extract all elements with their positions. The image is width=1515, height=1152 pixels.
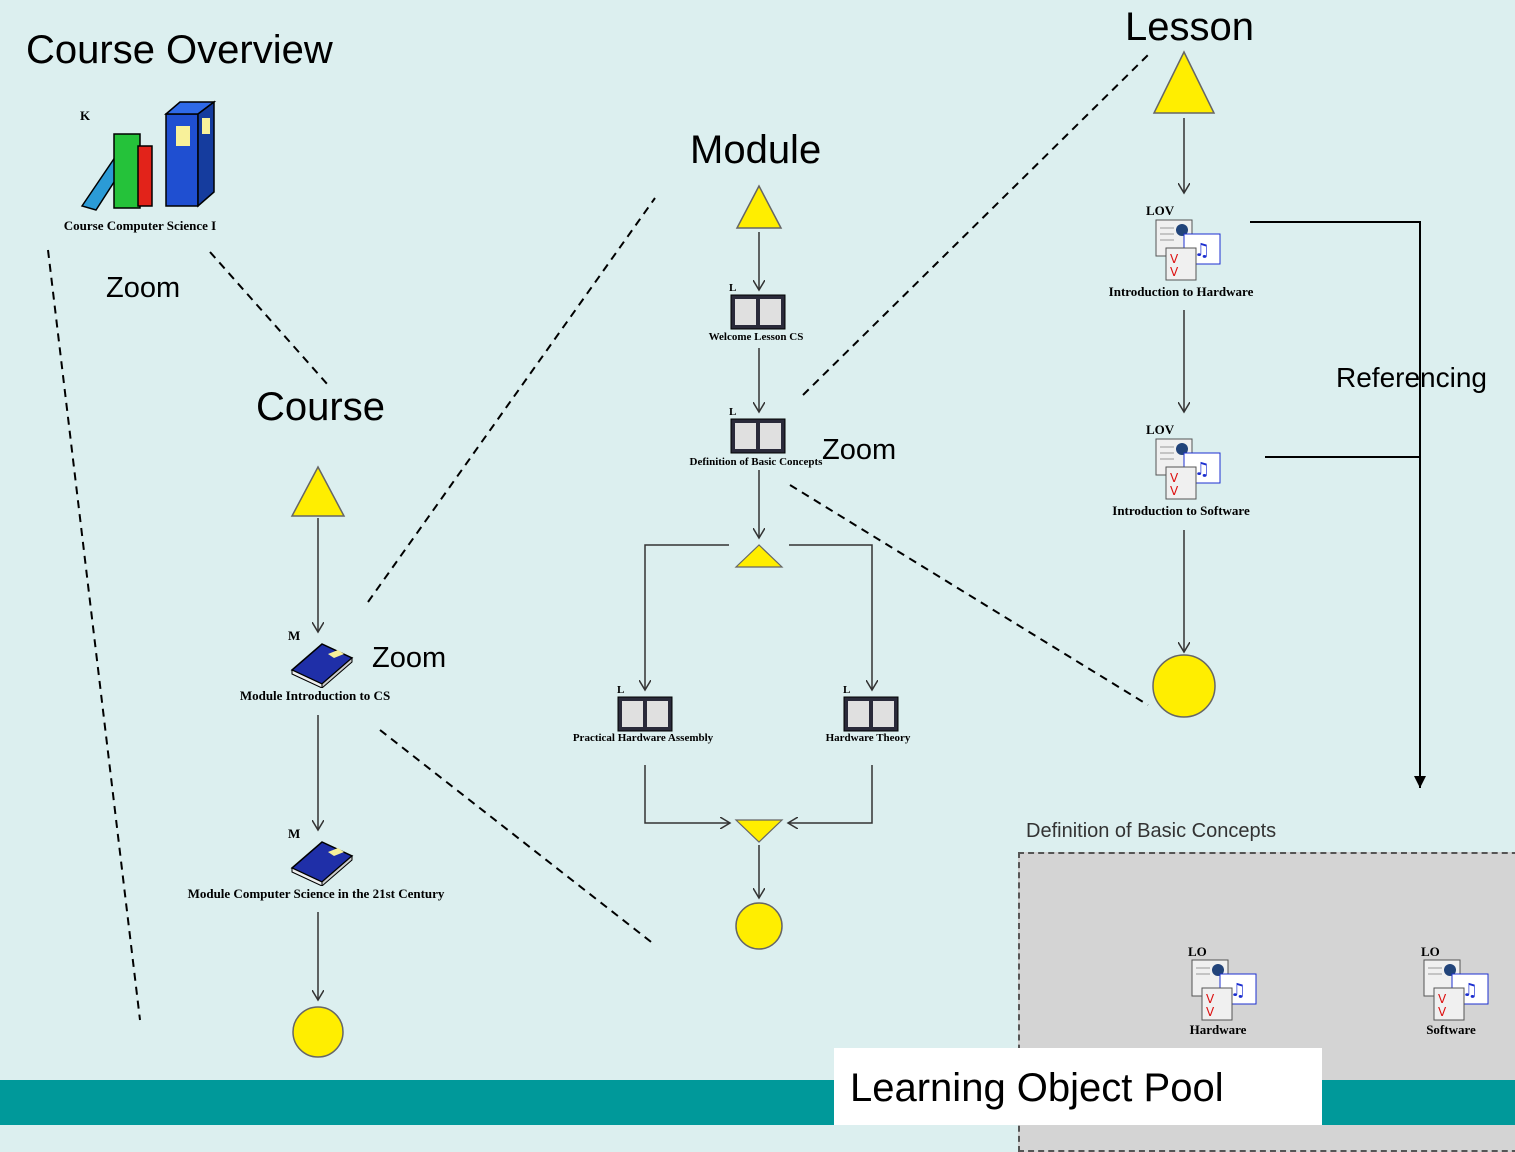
lesson-caption: Hardware Theory — [825, 732, 911, 744]
lesson-tag: L — [843, 684, 851, 696]
module-book-icon — [290, 841, 354, 886]
svg-text:V: V — [1438, 992, 1447, 1006]
module-tag: M — [288, 826, 301, 841]
module-branch-left — [645, 544, 729, 690]
lesson-caption: Practical Hardware Assembly — [572, 732, 714, 744]
course-heading: Course — [256, 385, 385, 429]
course-overview-tag: K — [80, 108, 91, 123]
lo-tag: LO — [1421, 944, 1440, 959]
lesson-book-icon — [730, 418, 786, 454]
zoom-line — [209, 251, 329, 386]
module-caption: Module Introduction to CS — [239, 688, 391, 703]
module-join-right — [788, 765, 873, 823]
module-join-left — [644, 765, 730, 823]
module-caption: Module Computer Science in the 21st Cent… — [187, 886, 445, 901]
zoom-line — [47, 249, 141, 1021]
lo-caption: Software — [1426, 1022, 1476, 1037]
books-icon — [80, 100, 217, 211]
lo-tag: LO — [1188, 944, 1207, 959]
module-join-node — [734, 819, 784, 843]
lov-caption: Introduction to Software — [1112, 503, 1250, 518]
lesson-book-icon — [843, 696, 899, 732]
svg-text:V: V — [1438, 1005, 1447, 1019]
lesson-caption: Definition of Basic Concepts — [689, 456, 823, 468]
lov-icon: ♫ V V — [1155, 438, 1221, 500]
learning-object-pool-label: Learning Object Pool — [834, 1048, 1322, 1125]
module-tag: M — [288, 628, 301, 643]
module-book-icon — [290, 643, 354, 688]
course-start-node — [290, 465, 346, 517]
svg-text:♫: ♫ — [1194, 459, 1210, 480]
lesson-start-node — [1152, 50, 1216, 114]
pool-title: Definition of Basic Concepts — [1026, 820, 1277, 842]
module-start-node — [735, 184, 783, 229]
referencing-label: Referencing — [1336, 362, 1487, 393]
svg-text:V: V — [1206, 1005, 1215, 1019]
svg-text:♫: ♫ — [1230, 980, 1246, 1001]
svg-text:♫: ♫ — [1194, 240, 1210, 261]
zoom-label: Zoom — [106, 272, 181, 304]
lesson-end-node — [1152, 654, 1216, 718]
zoom-line — [789, 484, 1149, 706]
zoom-label: Zoom — [822, 434, 897, 466]
module-branch-right — [789, 544, 872, 690]
svg-text:V: V — [1206, 992, 1215, 1006]
course-overview-heading: Course Overview — [26, 28, 333, 72]
svg-text:V: V — [1170, 265, 1179, 279]
lesson-tag: L — [617, 684, 625, 696]
diagram-canvas — [47, 50, 1426, 1058]
svg-text:V: V — [1170, 484, 1179, 498]
lesson-tag: L — [729, 282, 737, 294]
lo-icon: ♫ V V — [1191, 959, 1257, 1021]
lov-tag: LOV — [1146, 422, 1175, 437]
lo-caption: Hardware — [1189, 1022, 1247, 1037]
lov-caption: Introduction to Hardware — [1108, 284, 1254, 299]
lesson-heading: Lesson — [1125, 5, 1254, 49]
lo-icon: ♫ V V — [1423, 959, 1489, 1021]
lesson-book-icon — [730, 294, 786, 330]
module-heading: Module — [690, 128, 822, 172]
lesson-caption: Welcome Lesson CS — [708, 331, 804, 343]
lov-icon: ♫ V V — [1155, 219, 1221, 281]
module-end-node — [735, 902, 783, 950]
zoom-line — [379, 729, 656, 946]
zoom-line — [802, 54, 1149, 396]
svg-text:♫: ♫ — [1462, 980, 1478, 1001]
course-end-node — [292, 1006, 344, 1058]
referencing-line — [1250, 221, 1426, 788]
lesson-tag: L — [729, 406, 737, 418]
zoom-label: Zoom — [372, 642, 447, 674]
module-split-node — [734, 544, 784, 568]
lov-tag: LOV — [1146, 203, 1175, 218]
zoom-line — [367, 197, 656, 603]
svg-text:V: V — [1170, 471, 1179, 485]
course-overview-caption: Course Computer Science I — [63, 218, 217, 233]
svg-text:V: V — [1170, 252, 1179, 266]
lesson-book-icon — [617, 696, 673, 732]
